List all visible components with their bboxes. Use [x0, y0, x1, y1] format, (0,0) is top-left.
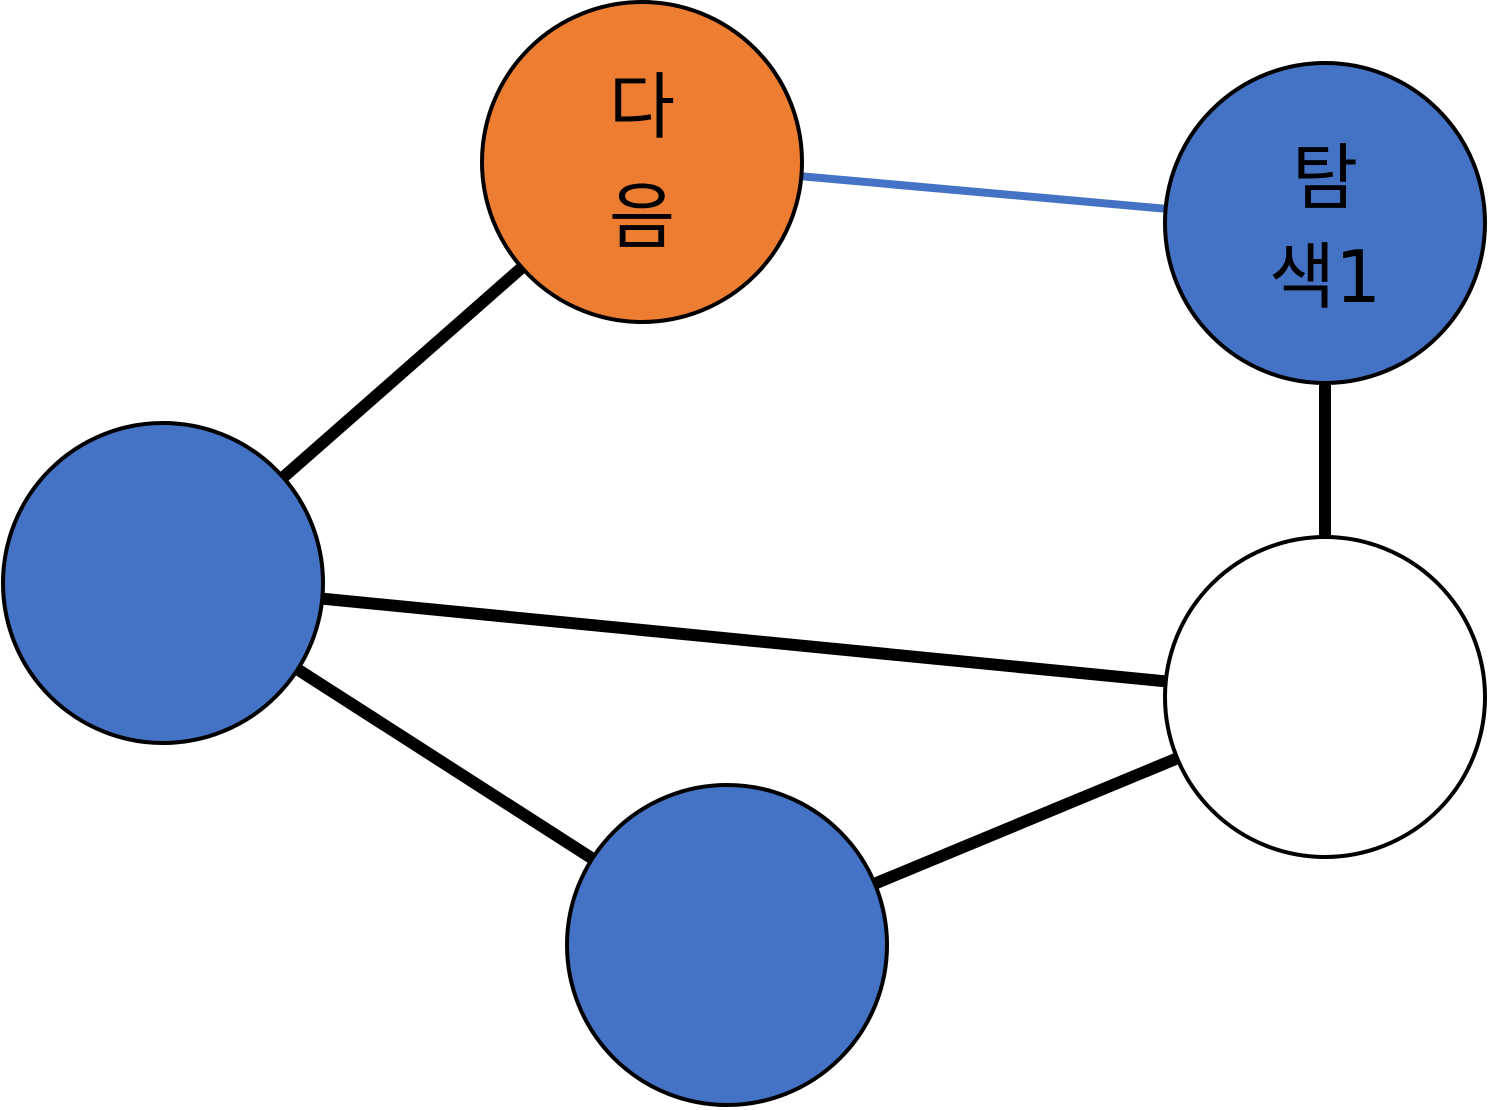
- node-explore1: 탐 색1: [1163, 61, 1487, 385]
- node-left: [1, 421, 325, 745]
- node-bottom: [565, 783, 889, 1107]
- node-explore1-label-line2: 색1: [1269, 235, 1381, 319]
- node-explore1-circle: [1163, 61, 1487, 385]
- node-next-circle: [480, 0, 804, 324]
- node-right: [1163, 535, 1487, 859]
- node-next-label-line1: 다: [609, 65, 675, 149]
- edge-left-right: [162, 577, 1326, 703]
- node-next-label-line2: 음: [609, 175, 675, 259]
- node-right-circle: [1163, 535, 1487, 859]
- node-explore1-label-line1: 탐: [1292, 136, 1358, 220]
- node-bottom-circle: [565, 783, 889, 1107]
- node-left-circle: [1, 421, 325, 745]
- node-next: 다 음: [480, 0, 804, 324]
